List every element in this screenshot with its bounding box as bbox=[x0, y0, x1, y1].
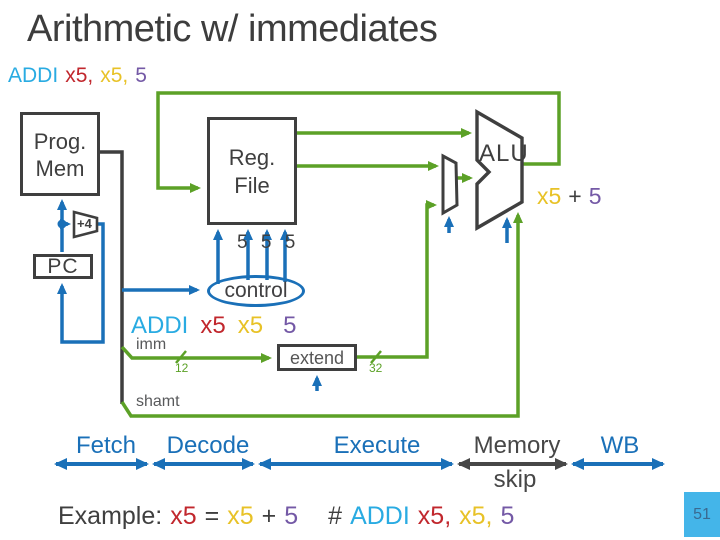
imm-wire bbox=[120, 345, 272, 363]
stage-label-fetch: Fetch bbox=[75, 432, 137, 459]
instruction-rs1: x5, bbox=[100, 64, 129, 87]
decoded-imm: 5 bbox=[283, 312, 297, 339]
page-title: Arithmetic w/ immediates bbox=[27, 8, 438, 50]
decoded-rs1: x5 bbox=[237, 312, 264, 339]
alu-result-b: 5 bbox=[588, 183, 602, 209]
stage-label-decode: Decode bbox=[166, 432, 250, 459]
alu-mux-shape bbox=[441, 153, 459, 216]
writeback-wire bbox=[156, 91, 561, 193]
example-opcode: ADDI bbox=[350, 502, 410, 530]
shamt-label: shamt bbox=[136, 393, 180, 410]
example-eq: = bbox=[204, 502, 220, 530]
alu-result-label: x5 + 5 bbox=[537, 183, 602, 210]
decoded-rd: x5 bbox=[200, 312, 226, 339]
example-rd: x5, bbox=[417, 502, 452, 530]
control-ellipse: control bbox=[207, 275, 305, 307]
stage-label-execute: Execute bbox=[333, 432, 421, 459]
pc-box: PC bbox=[33, 254, 93, 279]
reg-file-label-line2: File bbox=[234, 173, 270, 198]
alu-result-op: + bbox=[568, 183, 582, 209]
example-line: Example: x5 = x5 + 5 # ADDI x5, x5, 5 bbox=[58, 502, 514, 531]
stage-label-memory: Memory bbox=[473, 432, 561, 459]
imm-bus-slash bbox=[175, 350, 187, 364]
instruction-imm: 5 bbox=[135, 64, 147, 87]
example-b: 5 bbox=[284, 502, 299, 530]
extend-bus-slash bbox=[370, 350, 382, 364]
example-rs1: x5, bbox=[459, 502, 493, 530]
plus4-label: +4 bbox=[77, 216, 92, 231]
decoded-opcode: ADDI bbox=[131, 312, 189, 339]
instruction-opcode: ADDI bbox=[8, 64, 59, 87]
alu-shape bbox=[475, 109, 524, 231]
alu-label: ALU bbox=[479, 140, 529, 167]
pc-label: PC bbox=[47, 255, 79, 278]
plus4-adder-shape bbox=[72, 210, 99, 239]
prog-mem-label-line1: Prog. bbox=[33, 129, 87, 154]
example-a: x5 bbox=[227, 502, 254, 530]
instruction-bus-wire bbox=[100, 150, 124, 404]
extend-box: extend bbox=[277, 344, 357, 371]
extend-width-label: 32 bbox=[369, 361, 383, 375]
prog-mem-box: Prog. Mem bbox=[20, 112, 100, 196]
prog-mem-label-line2: Mem bbox=[35, 156, 85, 181]
decoded-instruction: ADDI x5 x5 5 bbox=[131, 312, 296, 340]
page-number-badge: 51 bbox=[684, 492, 720, 537]
pc-junction-dot bbox=[57, 219, 67, 229]
shamt-wire bbox=[120, 212, 523, 418]
extend-label: extend bbox=[289, 348, 345, 368]
alu-result-a: x5 bbox=[537, 183, 562, 209]
stage-note-skip: skip bbox=[493, 466, 537, 493]
imm-label: imm bbox=[136, 336, 167, 353]
example-imm: 5 bbox=[500, 502, 515, 530]
stage-label-wb: WB bbox=[600, 432, 640, 459]
instruction-rd: x5, bbox=[65, 64, 94, 87]
example-prefix: Example: bbox=[58, 502, 163, 530]
plus4-to-pc-wire bbox=[57, 222, 105, 344]
example-lhs: x5 bbox=[170, 502, 197, 530]
reg-num-labels: 5 5 5 bbox=[237, 232, 297, 253]
imm-width-label: 12 bbox=[175, 361, 189, 375]
reg-file-box: Reg. File bbox=[207, 117, 297, 225]
reg-file-label-line1: Reg. bbox=[228, 145, 276, 170]
example-plus: + bbox=[261, 502, 277, 530]
page-number: 51 bbox=[693, 505, 711, 523]
control-label: control bbox=[224, 279, 288, 302]
example-hash: # bbox=[328, 502, 343, 530]
extend-output-wire bbox=[357, 200, 437, 359]
instruction-line: ADDI x5, x5, 5 bbox=[8, 64, 147, 88]
